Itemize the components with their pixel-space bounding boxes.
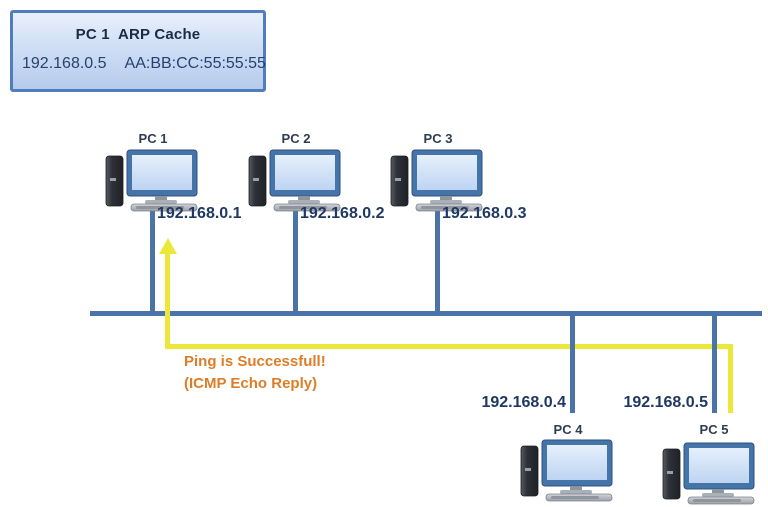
icmp-reply-path-vertical-right bbox=[728, 344, 733, 413]
pc5-computer-icon bbox=[662, 442, 755, 505]
pc4-label: PC 4 bbox=[553, 422, 583, 437]
pc4-computer-icon bbox=[520, 439, 613, 502]
link-pc5 bbox=[712, 314, 717, 413]
ping-annotation-line1: Ping is Successfull! bbox=[184, 353, 326, 370]
arp-entry-ip: 192.168.0.5 bbox=[22, 55, 107, 72]
icmp-reply-path-vertical-left bbox=[165, 252, 170, 347]
pc3-computer-icon bbox=[390, 149, 483, 212]
pc3-label: PC 3 bbox=[423, 131, 453, 146]
link-pc3 bbox=[435, 210, 440, 313]
pc5-ip-label: 192.168.0.5 bbox=[623, 394, 708, 411]
pc1-ip-label: 192.168.0.1 bbox=[157, 205, 242, 222]
ping-annotation: Ping is Successfull! (ICMP Echo Reply) bbox=[184, 351, 326, 395]
pc2-ip-label: 192.168.0.2 bbox=[300, 205, 385, 222]
arp-entry-mac: AA:BB:CC:55:55:55 bbox=[124, 55, 266, 72]
link-pc2 bbox=[293, 210, 298, 313]
pc1-computer-icon bbox=[105, 149, 198, 212]
arp-cache-entry: 192.168.0.5 AA:BB:CC:55:55:55 bbox=[13, 55, 266, 73]
pc4-ip-label: 192.168.0.4 bbox=[481, 394, 566, 411]
pc3-ip-label: 192.168.0.3 bbox=[442, 205, 527, 222]
pc2-computer-icon bbox=[248, 149, 341, 212]
pc1-label: PC 1 bbox=[138, 131, 168, 146]
arp-cache-box: PC 1 ARP Cache 192.168.0.5 AA:BB:CC:55:55… bbox=[10, 10, 266, 92]
pc5-label: PC 5 bbox=[699, 422, 729, 437]
link-pc4 bbox=[570, 314, 575, 413]
ping-annotation-line2: (ICMP Echo Reply) bbox=[184, 375, 318, 392]
ethernet-bus-line bbox=[90, 311, 762, 316]
pc2-label: PC 2 bbox=[281, 131, 311, 146]
icmp-reply-path-horizontal bbox=[165, 344, 733, 349]
arp-cache-title: PC 1 ARP Cache bbox=[75, 26, 201, 43]
icmp-reply-arrowhead-icon bbox=[159, 238, 177, 254]
link-pc1 bbox=[150, 210, 155, 313]
